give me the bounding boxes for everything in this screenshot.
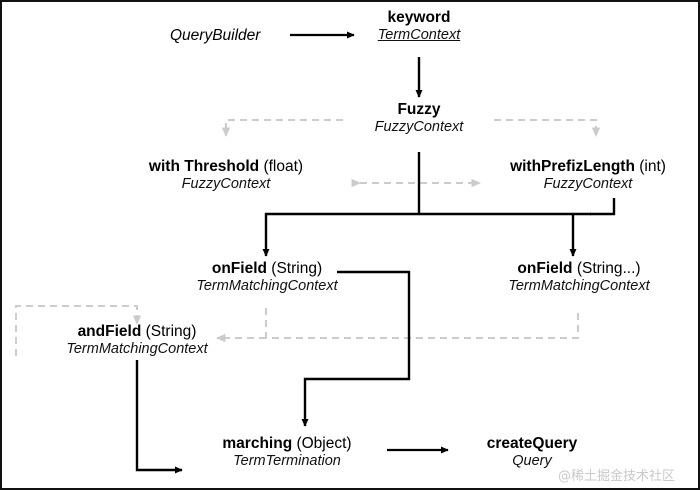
edge-fuzzy-withthreshold — [221, 119, 343, 137]
node-with-threshold-type: FuzzyContext — [181, 176, 271, 193]
edge-fuzzy-withprefizlength — [494, 119, 601, 137]
node-create-query-type: Query — [512, 453, 552, 470]
edge-onfield-marching — [301, 270, 411, 427]
node-keyword-signature: keyword — [387, 9, 451, 26]
node-marching[interactable]: marching (Object) TermTermination — [187, 435, 387, 470]
node-on-field-string[interactable]: onField (String) TermMatchingContext — [157, 260, 377, 295]
edge-andfield-marching — [135, 360, 183, 474]
node-with-prefiz-length-type: FuzzyContext — [543, 176, 633, 193]
node-and-field[interactable]: andField (String) TermMatchingContext — [27, 323, 247, 358]
edge-onfield-andfield — [216, 308, 579, 343]
node-with-threshold-signature: with Threshold (float) — [148, 158, 304, 175]
node-fuzzy-signature: Fuzzy — [397, 101, 441, 118]
node-on-field-string-type: TermMatchingContext — [196, 278, 338, 295]
node-marching-type: TermTermination — [233, 453, 341, 470]
node-and-field-signature: andField (String) — [77, 323, 197, 340]
node-create-query[interactable]: createQuery Query — [442, 435, 622, 470]
node-on-field-varargs-signature: onField (String...) — [517, 260, 641, 277]
source-label: QueryBuilder — [170, 27, 261, 44]
node-marching-signature: marching (Object) — [222, 435, 352, 452]
node-with-threshold[interactable]: with Threshold (float) FuzzyContext — [122, 158, 330, 193]
node-fuzzy-type: FuzzyContext — [374, 119, 464, 136]
node-create-query-signature: createQuery — [486, 435, 578, 452]
node-keyword-type: TermContext — [377, 27, 461, 44]
node-with-prefiz-length-signature: withPrefizLength (int) — [510, 158, 666, 175]
node-with-prefiz-length[interactable]: withPrefizLength (int) FuzzyContext — [482, 158, 694, 193]
watermark: @稀土掘金技术社区 — [558, 469, 676, 484]
node-fuzzy[interactable]: Fuzzy FuzzyContext — [339, 101, 499, 136]
node-keyword[interactable]: keyword TermContext — [339, 9, 499, 44]
node-and-field-type: TermMatchingContext — [66, 341, 208, 358]
node-on-field-string-signature: onField (String) — [211, 260, 323, 277]
node-on-field-varargs-type: TermMatchingContext — [508, 278, 650, 295]
node-on-field-varargs[interactable]: onField (String...) TermMatchingContext — [467, 260, 691, 295]
